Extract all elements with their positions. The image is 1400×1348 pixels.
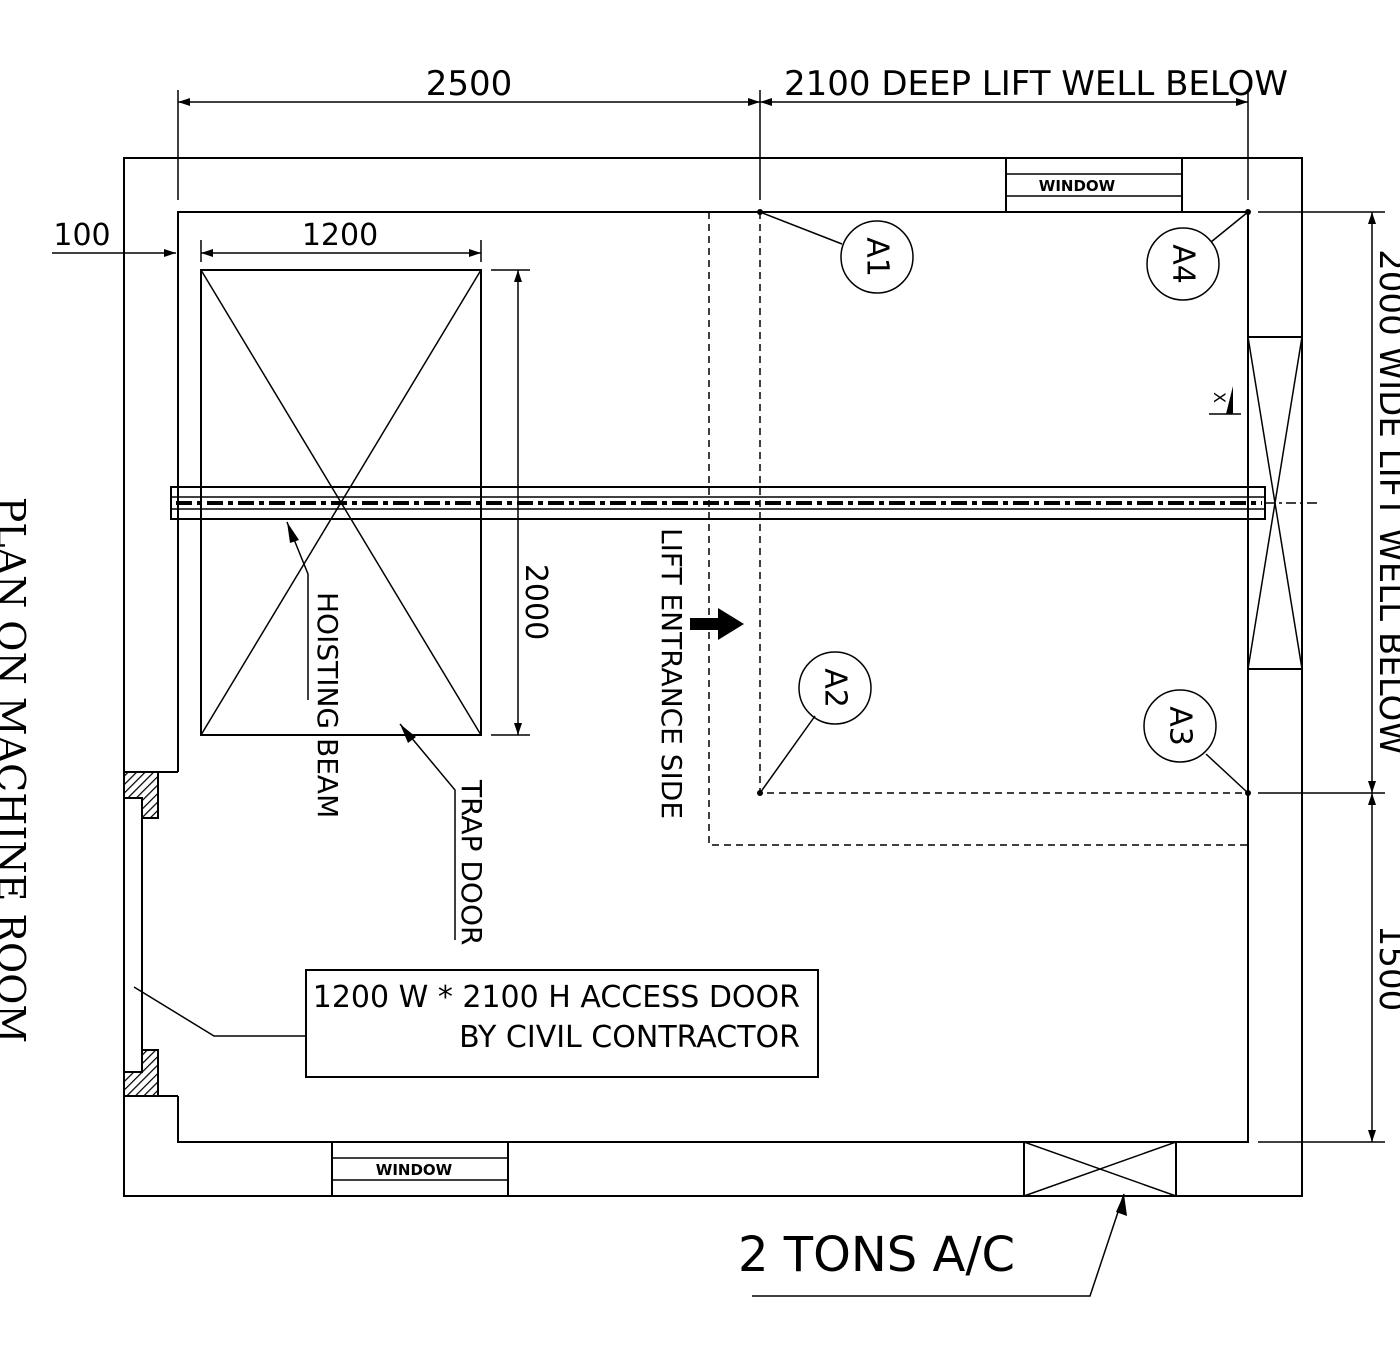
drawing-title: PLAN ON MACHINE ROOM (0, 497, 33, 1044)
lift-entrance-label: LIFT ENTRANCE SIDE (655, 528, 688, 819)
ac-unit: 2 TONS A/C (738, 1141, 1177, 1297)
access-door-opening (123, 771, 159, 1097)
dim-top-left-label: 2500 (426, 64, 513, 104)
dim-trap-width: 1200 (200, 218, 482, 262)
hoisting-beam (170, 486, 1318, 520)
access-door-note: 1200 W * 2100 H ACCESS DOOR BY CIVIL CON… (133, 969, 819, 1078)
ref-point-a4: A4 (1146, 209, 1251, 301)
dim-trap-width-label: 1200 (302, 218, 378, 253)
lift-entrance-callout: LIFT ENTRANCE SIDE (655, 528, 744, 819)
trap-door-callout: TRAP DOOR (399, 723, 488, 945)
window-top-label: WINDOW (1039, 177, 1116, 195)
section-mark: X (1209, 386, 1241, 415)
section-mark-label: X (1210, 392, 1229, 403)
door-leaf (123, 798, 143, 1072)
ref-point-a3-label: A3 (1163, 706, 1198, 746)
window-bottom: WINDOW (331, 1141, 509, 1197)
dim-wall-label: 100 (53, 218, 110, 253)
ref-point-a4-label: A4 (1166, 244, 1201, 284)
dim-right: 2000 WIDE LIFT WELL BELOW 1500 (1258, 211, 1400, 1143)
dim-top: 2500 2100 DEEP LIFT WELL BELOW (177, 64, 1288, 200)
ref-point-a1-label: A1 (860, 237, 895, 277)
hoisting-beam-callout: HOISTING BEAM (286, 521, 344, 818)
trap-door-label: TRAP DOOR (455, 779, 488, 945)
inner-wall (177, 211, 1249, 1143)
ref-point-a3: A3 (1143, 689, 1251, 796)
ref-point-a1: A1 (757, 209, 914, 294)
ref-point-a2-label: A2 (818, 668, 853, 708)
lift-entrance-arrow-icon (690, 608, 744, 640)
dim-wall: 100 (52, 218, 176, 257)
window-bottom-label: WINDOW (376, 1161, 453, 1179)
outer-wall (123, 157, 1303, 1197)
dim-trap-depth-label: 2000 (518, 564, 553, 640)
access-door-note-line2: BY CIVIL CONTRACTOR (459, 1020, 800, 1055)
dim-trap-depth: 2000 (491, 269, 553, 736)
window-top: WINDOW (1005, 157, 1183, 213)
dim-top-right-label: 2100 DEEP LIFT WELL BELOW (784, 64, 1288, 104)
dim-right-lower-label: 1500 (1371, 925, 1400, 1012)
ac-unit-label: 2 TONS A/C (738, 1227, 1015, 1283)
ref-point-a2: A2 (757, 651, 872, 796)
hoisting-beam-label: HOISTING BEAM (311, 592, 344, 818)
access-door-note-line1: 1200 W * 2100 H ACCESS DOOR (313, 980, 800, 1015)
dim-right-upper-label: 2000 WIDE LIFT WELL BELOW (1371, 249, 1400, 755)
